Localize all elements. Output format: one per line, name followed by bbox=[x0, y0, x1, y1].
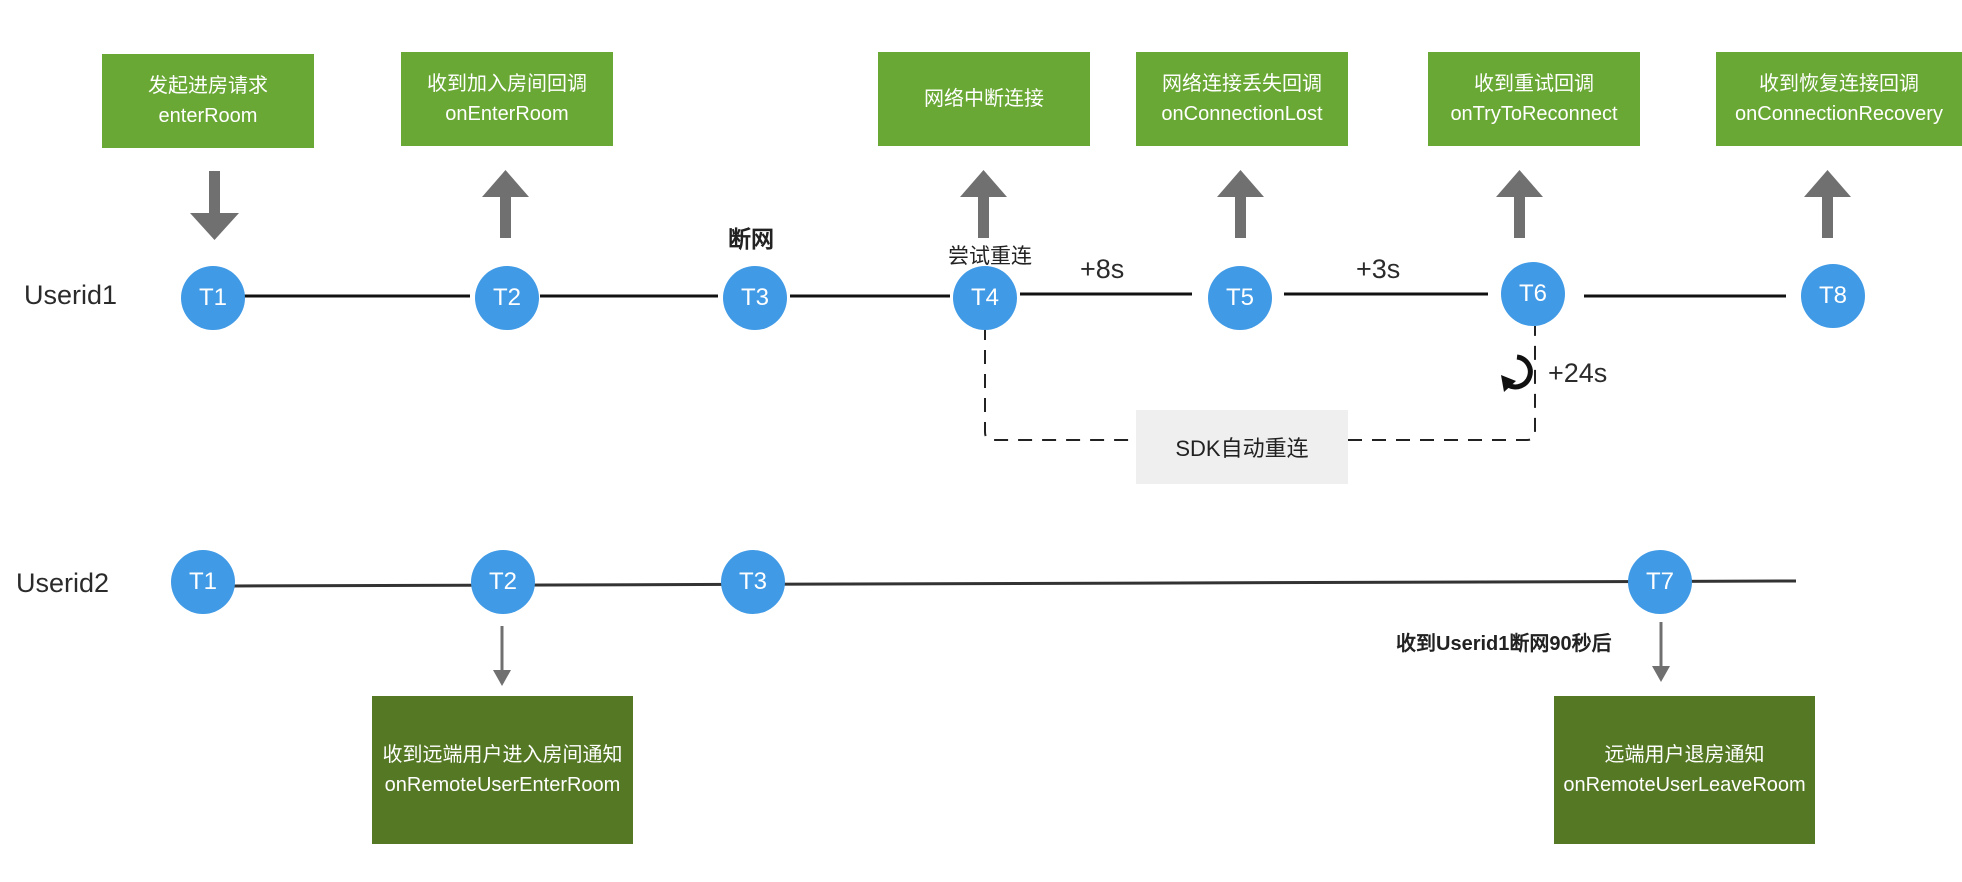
disconnect-label: 断网 bbox=[728, 226, 774, 252]
user2-node: T2 bbox=[471, 550, 535, 614]
event-box-try-reconnect: 收到重试回调 onTryToReconnect bbox=[1428, 52, 1640, 146]
row-label-userid1: Userid1 bbox=[24, 280, 118, 310]
delta-24s-label: +24s bbox=[1548, 358, 1608, 388]
event-title: 收到远端用户进入房间通知 bbox=[382, 744, 623, 766]
event-title: 网络中断连接 bbox=[924, 88, 1044, 110]
delta-3s-label: +3s bbox=[1356, 254, 1401, 284]
event-api: onTryToReconnect bbox=[1450, 103, 1618, 125]
event-api: onConnectionRecovery bbox=[1735, 103, 1943, 125]
user2-node: T7 bbox=[1628, 550, 1692, 614]
event-title: 收到恢复连接回调 bbox=[1759, 73, 1919, 95]
event-box-connection-recovery: 收到恢复连接回调 onConnectionRecovery bbox=[1716, 52, 1962, 146]
user1-node: T2 bbox=[475, 266, 539, 330]
down-arrow-icon bbox=[190, 171, 239, 240]
sdk-auto-reconnect-box: SDK自动重连 bbox=[1136, 410, 1348, 484]
retry-loop-icon bbox=[1501, 354, 1533, 392]
event-box-remote-enter: 收到远端用户进入房间通知 onRemoteUserEnterRoom bbox=[372, 696, 633, 844]
user1-node: T8 bbox=[1801, 264, 1865, 328]
up-arrow-icon bbox=[1804, 170, 1851, 238]
up-arrow-icon bbox=[960, 170, 1007, 238]
event-title: 收到加入房间回调 bbox=[427, 73, 587, 95]
event-title: 收到重试回调 bbox=[1474, 73, 1594, 95]
event-box-enter-room: 发起进房请求 enterRoom bbox=[102, 54, 314, 148]
event-api: onConnectionLost bbox=[1161, 103, 1323, 125]
user1-node: T1 bbox=[181, 266, 245, 330]
up-arrow-icon bbox=[482, 170, 529, 238]
reconnect-dashed-path bbox=[1348, 326, 1536, 441]
event-box-on-enter-room: 收到加入房间回调 onEnterRoom bbox=[401, 52, 613, 146]
event-title: 网络连接丢失回调 bbox=[1162, 73, 1322, 95]
event-box-remote-leave: 远端用户退房通知 onRemoteUserLeaveRoom bbox=[1554, 696, 1815, 844]
down-arrow-icon bbox=[1652, 622, 1670, 682]
event-api: onEnterRoom bbox=[445, 103, 569, 125]
event-title: 远端用户退房通知 bbox=[1604, 744, 1765, 766]
after-90s-label: 收到Userid1断网90秒后 bbox=[1396, 633, 1612, 655]
up-arrow-icon bbox=[1496, 170, 1543, 238]
reconnect-dashed-path bbox=[984, 326, 1136, 441]
user1-timeline bbox=[240, 292, 1786, 298]
down-arrow-icon bbox=[493, 626, 511, 686]
row-label-userid2: Userid2 bbox=[16, 568, 110, 598]
user1-node: T3 bbox=[723, 266, 787, 330]
event-api: onRemoteUserEnterRoom bbox=[384, 774, 621, 796]
user1-node: T4 bbox=[953, 266, 1017, 330]
user2-node: T1 bbox=[171, 550, 235, 614]
event-api: enterRoom bbox=[158, 105, 258, 127]
user2-timeline bbox=[231, 579, 1797, 588]
event-title: 发起进房请求 bbox=[148, 75, 268, 97]
try-reconnect-label: 尝试重连 bbox=[948, 245, 1032, 268]
event-api: onRemoteUserLeaveRoom bbox=[1563, 774, 1806, 796]
delta-8s-label: +8s bbox=[1080, 254, 1125, 284]
user1-node: T6 bbox=[1501, 262, 1565, 326]
event-box-network-interrupt: 网络中断连接 bbox=[878, 52, 1090, 146]
event-box-connection-lost: 网络连接丢失回调 onConnectionLost bbox=[1136, 52, 1348, 146]
up-arrow-icon bbox=[1217, 170, 1264, 238]
user1-node: T5 bbox=[1208, 266, 1272, 330]
user2-node: T3 bbox=[721, 550, 785, 614]
